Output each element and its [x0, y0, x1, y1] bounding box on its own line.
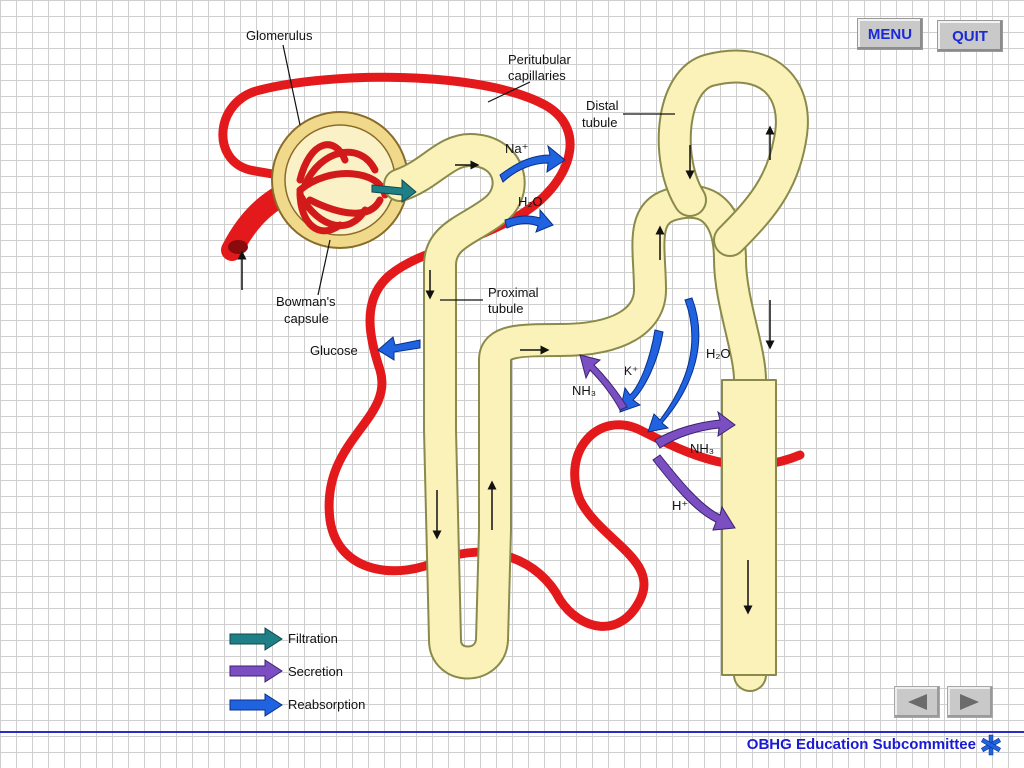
nephron-tubule — [400, 49, 809, 675]
glomerulus — [296, 141, 389, 235]
label-proximal-1: Proximal — [488, 285, 539, 300]
label-h-plus: H⁺ — [672, 498, 688, 513]
label-glomerulus: Glomerulus — [246, 28, 313, 43]
label-peritubular-2: capillaries — [508, 68, 566, 83]
filtration-arrow — [371, 178, 417, 203]
label-glucose: Glucose — [310, 343, 358, 358]
label-bowman-1: Bowman's — [276, 294, 336, 309]
legend-secretion-arrow — [229, 659, 283, 683]
secretion-arrows — [579, 354, 736, 531]
menu-button[interactable]: MENU — [857, 18, 923, 50]
footer-divider — [0, 731, 1024, 733]
label-na: Na⁺ — [505, 141, 528, 156]
label-distal-2: tubule — [582, 115, 617, 130]
legend: Filtration Secretion Reabsorption — [229, 627, 365, 717]
label-distal-1: Distal — [586, 98, 619, 113]
legend-reabsorption-arrow — [229, 693, 283, 717]
reabsorption-arrows — [377, 144, 700, 433]
legend-filtration-arrow — [229, 627, 283, 651]
quit-button[interactable]: QUIT — [937, 20, 1003, 52]
label-proximal-2: tubule — [488, 301, 523, 316]
label-h2o-top: H₂O — [518, 194, 543, 209]
label-nh3-right: NH₃ — [690, 441, 714, 456]
triangle-right-icon — [960, 694, 979, 710]
leader-lines — [282, 44, 675, 301]
label-bowman-2: capsule — [284, 311, 329, 326]
previous-slide-button[interactable] — [894, 686, 940, 718]
label-nh3-left: NH₃ — [572, 383, 596, 398]
triangle-left-icon — [908, 694, 927, 710]
label-h2o-right: H₂O — [706, 346, 731, 361]
label-peritubular-1: Peritubular — [508, 52, 572, 67]
legend-filtration-label: Filtration — [288, 631, 338, 646]
star-of-life-icon — [980, 734, 1002, 756]
flow-arrows — [425, 125, 775, 615]
label-k: K⁺ — [624, 364, 638, 378]
legend-secretion-label: Secretion — [288, 664, 343, 679]
next-slide-button[interactable] — [947, 686, 993, 718]
legend-reabsorption-label: Reabsorption — [288, 697, 365, 712]
footer-credit: OBHG Education Subcommittee — [746, 736, 976, 753]
